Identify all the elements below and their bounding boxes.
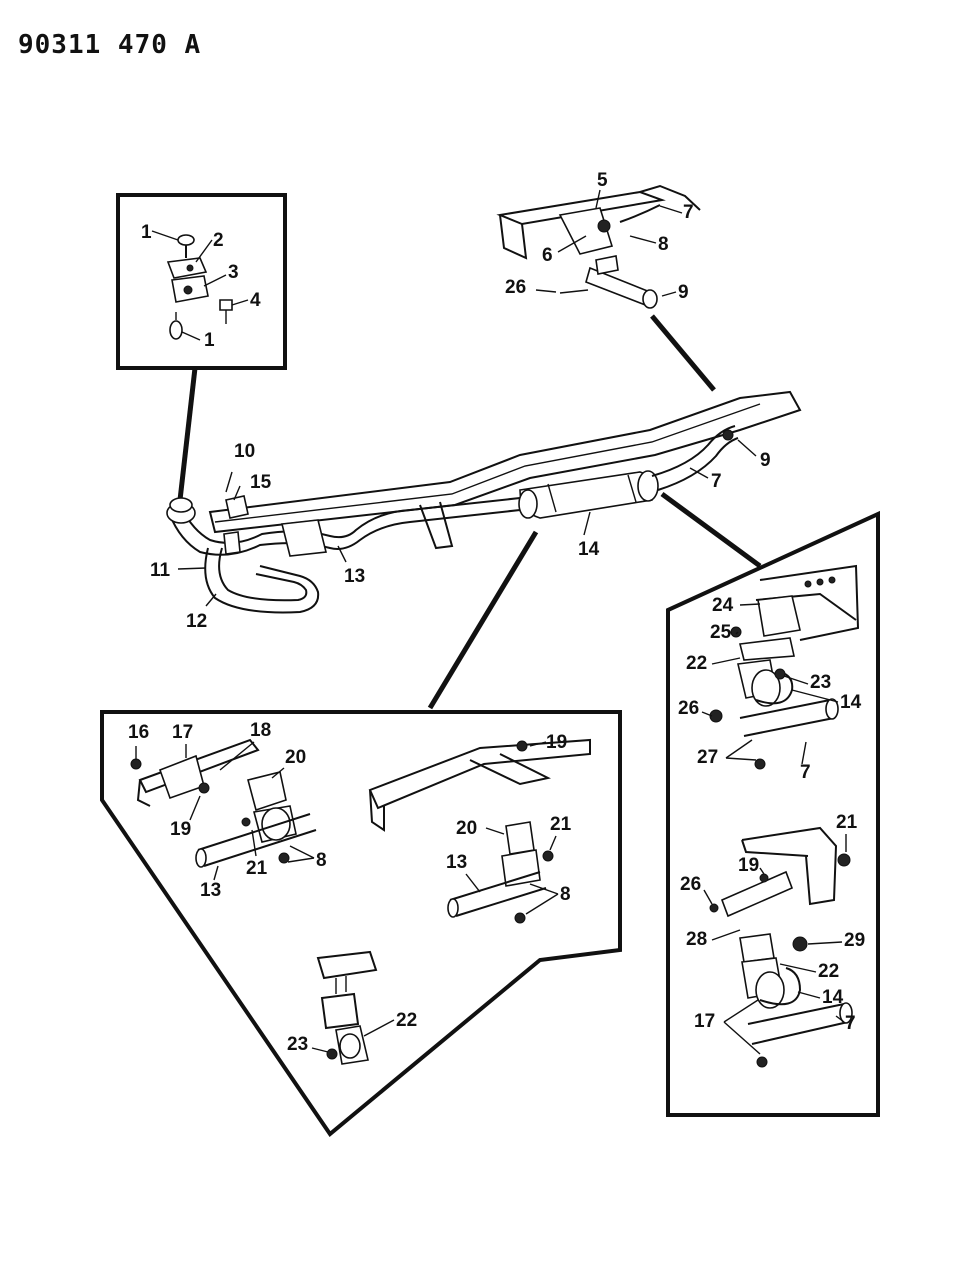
callout-2-washer: 2 (213, 230, 224, 251)
main-exhaust-assembly (166, 390, 802, 614)
document-id: 90311 470 A (18, 30, 202, 60)
callout-21-nut-right: 21 (550, 814, 572, 835)
callout-26-bolt: 26 (505, 277, 526, 298)
flange-assembly (166, 234, 233, 340)
callout-9-tailpipe-extension: 9 (678, 282, 689, 303)
callout-14-muffler-lower: 14 (822, 987, 844, 1008)
callout-13-exhaust-pipe: 13 (344, 566, 365, 587)
tailpipe-hanger-detail (496, 184, 701, 309)
callout-24-bracket: 24 (712, 595, 734, 616)
callout-22-hanger-lower: 22 (818, 961, 839, 982)
callout-10-bolt: 10 (234, 441, 255, 462)
callout-12-manifold-pipe: 12 (186, 611, 207, 632)
callout-25-bolt: 25 (710, 622, 732, 643)
callout-23-nut-right: 23 (810, 672, 831, 693)
callout-7-tailpipe: 7 (683, 202, 694, 223)
callout-4-nut: 4 (250, 290, 261, 311)
callout-9-extension: 9 (760, 450, 771, 471)
callout-28-bracket: 28 (686, 929, 707, 950)
callout-14-muffler: 14 (578, 539, 600, 560)
callout-19-bolt-right-inset: 19 (738, 855, 759, 876)
callout-20-hanger: 20 (285, 747, 306, 768)
callout-1-bolt: 1 (141, 222, 152, 243)
leader-tailpipe-detail (650, 314, 716, 392)
callout-7-tailpipe-lower: 7 (845, 1013, 856, 1034)
callout-7-tailpipe-right: 7 (800, 762, 811, 783)
callout-20-hanger-right: 20 (456, 818, 477, 839)
callout-29-nut: 29 (844, 930, 865, 951)
callout-8-nuts: 8 (316, 850, 327, 871)
callout-27-nuts: 27 (697, 747, 718, 768)
callout-21-nut-upper: 21 (836, 812, 858, 833)
callout-15-clip: 15 (250, 472, 272, 493)
callout-17-insulator: 17 (172, 722, 193, 743)
callout-19-bolt-right: 19 (546, 732, 567, 753)
callout-22-hanger: 22 (686, 653, 707, 674)
callout-11-nut: 11 (150, 560, 171, 581)
callout-6-bracket: 6 (542, 245, 553, 266)
inset-box-manifold-connection: 1 2 3 4 1 (116, 193, 287, 370)
callout-26-bolt-right: 26 (678, 698, 699, 719)
callout-18-bracket: 18 (250, 720, 271, 741)
muffler (518, 470, 659, 519)
callout-8-nuts-right: 8 (560, 884, 571, 905)
leader-inset1 (177, 367, 198, 501)
callout-3-gasket: 3 (228, 262, 239, 283)
callout-23-nut: 23 (287, 1034, 308, 1055)
callout-13-pipe-right: 13 (446, 852, 467, 873)
callout-8-nut: 8 (658, 234, 669, 255)
inset-muffler-hangers (666, 510, 880, 1117)
leader-inset-left (427, 530, 539, 710)
leader-inset-right (660, 491, 762, 569)
callout-16-nut: 16 (128, 722, 149, 743)
callout-22-bracket: 22 (396, 1010, 417, 1031)
callout-5-bolt: 5 (597, 170, 608, 191)
callout-21-nut: 21 (246, 858, 268, 879)
callout-1-stud: 1 (204, 330, 215, 351)
inset-exhaust-pipe-hangers (100, 710, 622, 1137)
callout-17-insulator-right: 17 (694, 1011, 715, 1032)
callout-13-pipe-left: 13 (200, 880, 221, 901)
callout-14-muffler-right: 14 (840, 692, 862, 713)
callout-19-bolt: 19 (170, 819, 191, 840)
callout-26-bolt-lower: 26 (680, 874, 701, 895)
callout-7-tailpipe-main: 7 (711, 471, 722, 492)
